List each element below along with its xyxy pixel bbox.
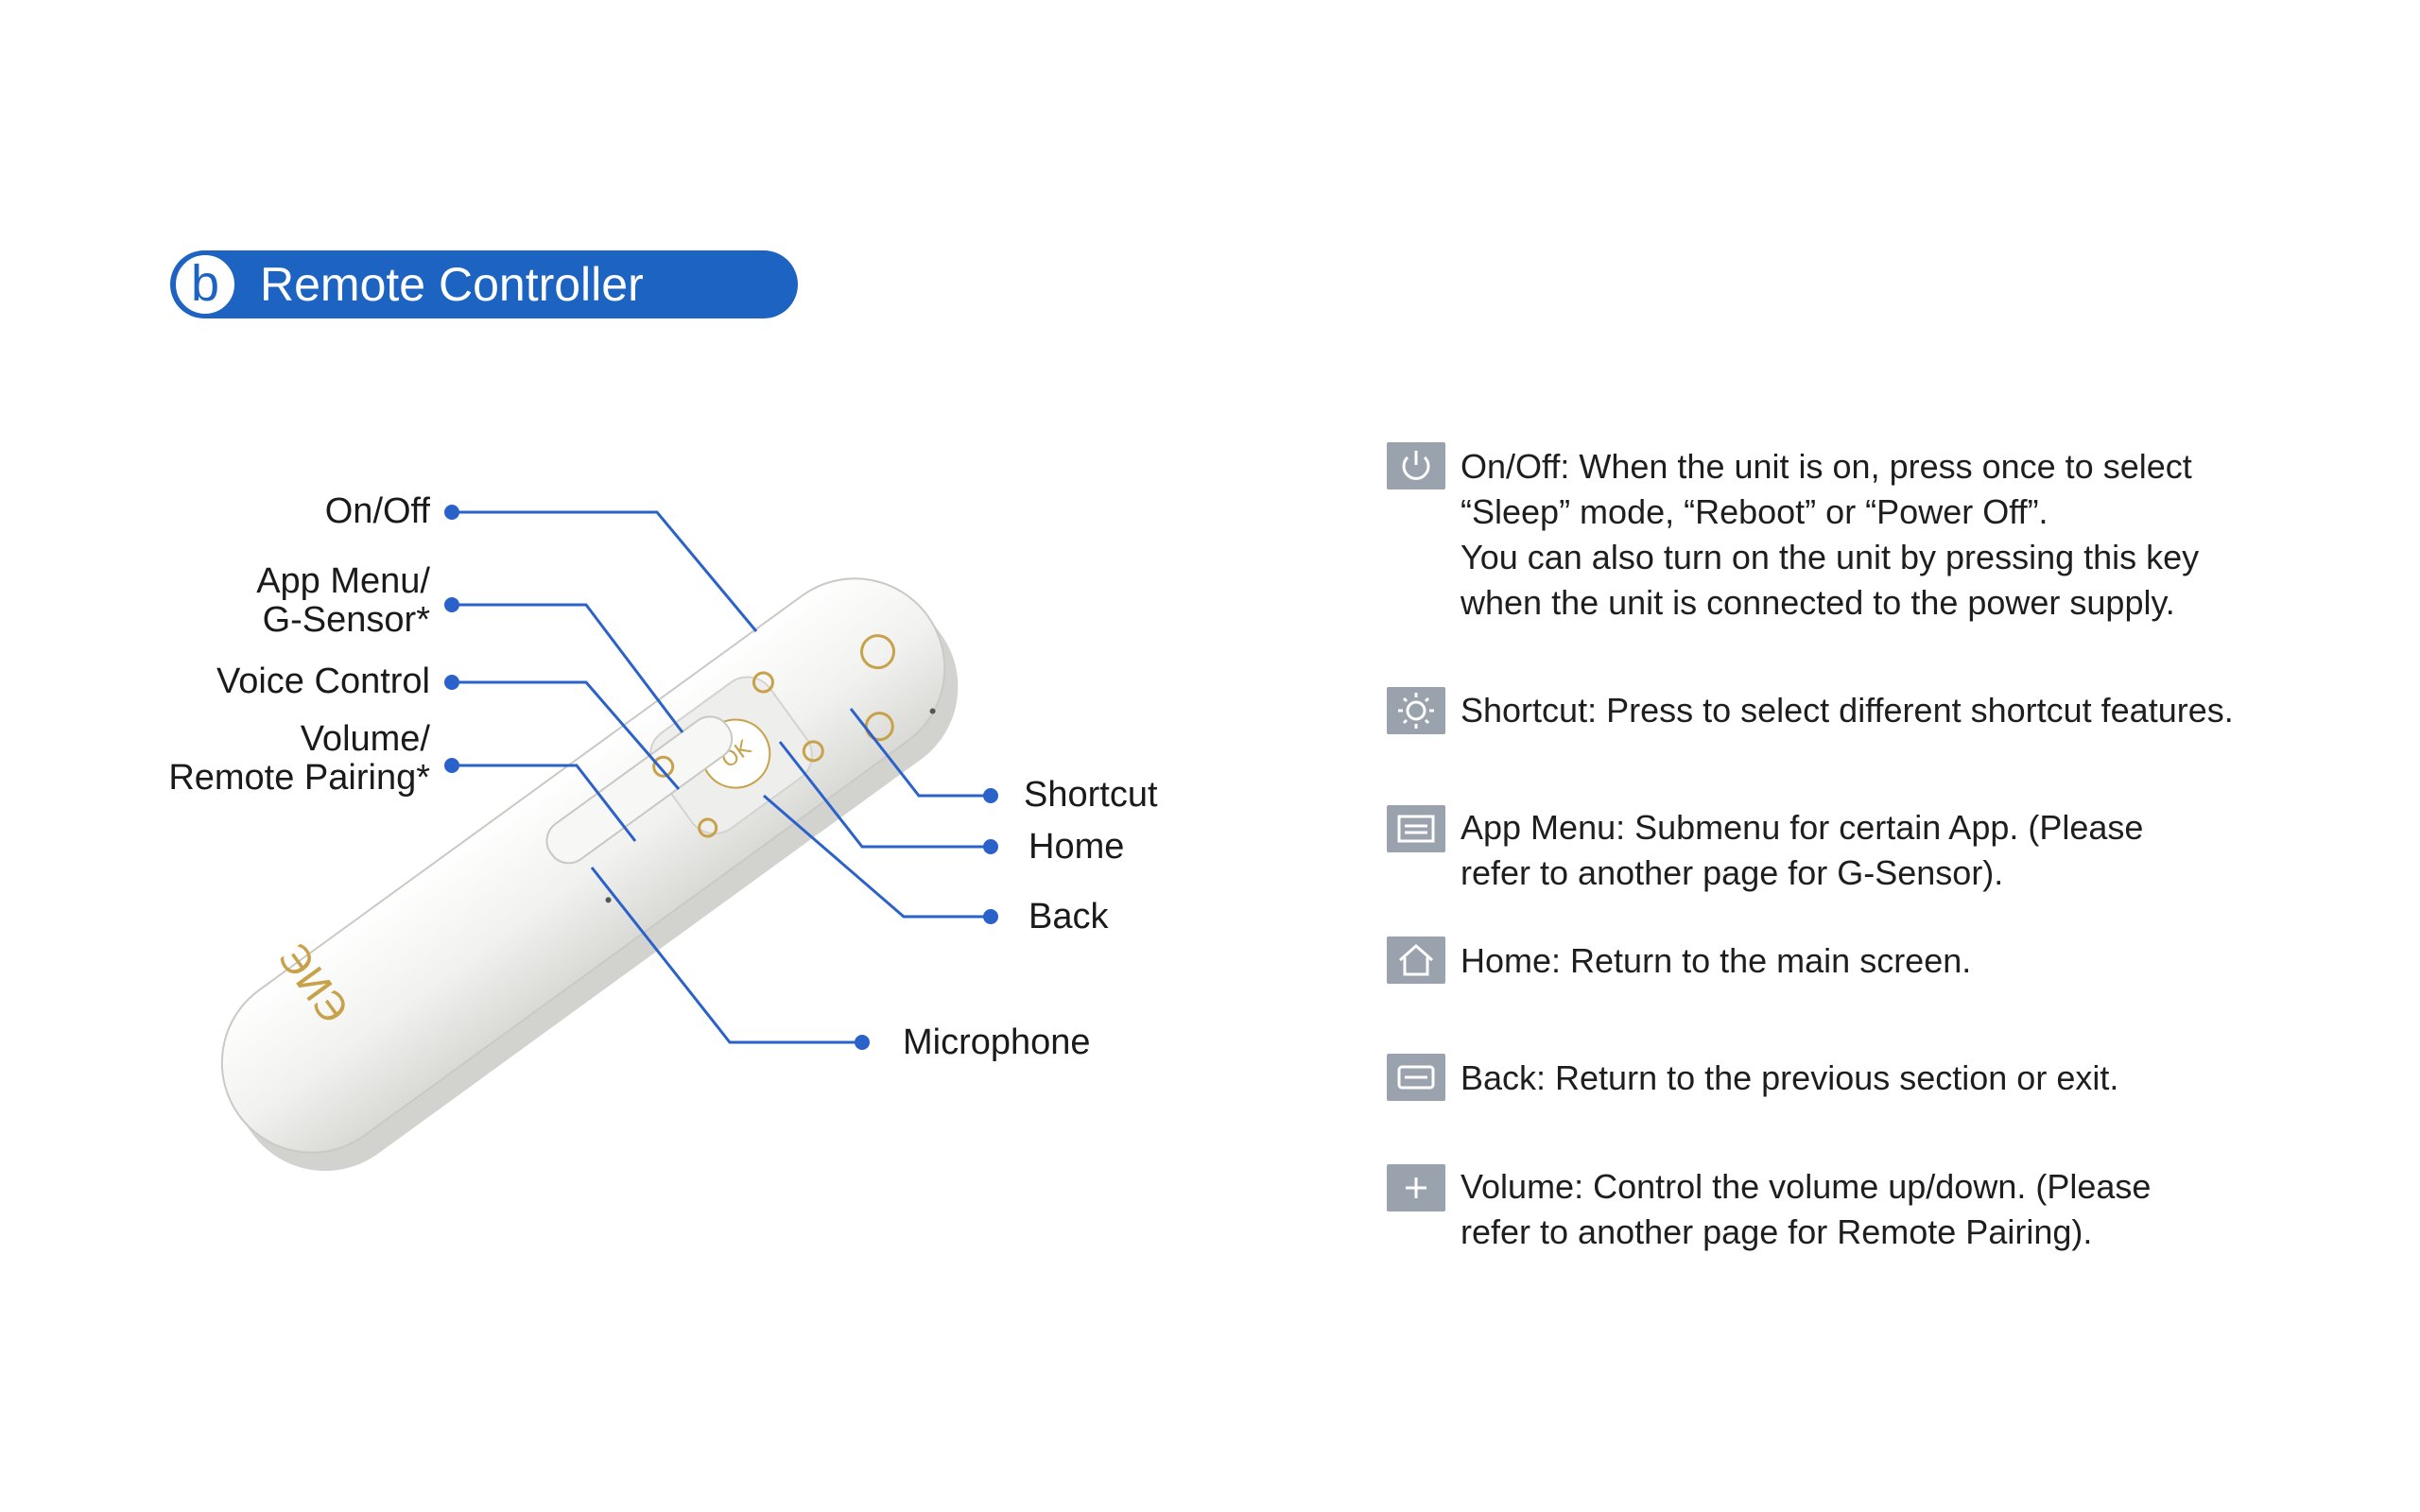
callout-label-app-menu: App Menu/ G-Sensor* bbox=[256, 561, 430, 640]
callout-dot-volume bbox=[444, 758, 459, 773]
home-icon bbox=[1387, 936, 1445, 984]
callout-dot-on-off bbox=[444, 505, 459, 520]
app-menu-button bbox=[752, 671, 774, 694]
volume-icon bbox=[1387, 1164, 1445, 1211]
remote-body: OK bbox=[220, 577, 959, 1172]
callout-line-volume bbox=[452, 764, 637, 842]
menu-icon bbox=[1387, 805, 1445, 852]
shortcut-button bbox=[864, 712, 894, 742]
callout-line-shortcut bbox=[849, 708, 991, 798]
callout-line-voice bbox=[452, 680, 681, 790]
callout-line-on-off bbox=[452, 510, 758, 632]
section-header bbox=[170, 250, 798, 318]
callout-label-home: Home bbox=[1028, 827, 1125, 867]
callout-label-shortcut: Shortcut bbox=[1024, 775, 1158, 815]
description-shortcut: Shortcut: Press to select different shor… bbox=[1461, 691, 2234, 730]
callout-line-back bbox=[763, 794, 991, 919]
description-home: Home: Return to the main screen. bbox=[1461, 941, 1972, 980]
remote-top-face bbox=[220, 577, 946, 1154]
shortcut-icon bbox=[1387, 687, 1445, 734]
callout-label-volume: Volume/ Remote Pairing* bbox=[168, 719, 430, 798]
callout-label-voice-control: Voice Control bbox=[216, 662, 430, 701]
callout-label-on-off: On/Off bbox=[324, 491, 430, 531]
description-app-menu: App Menu: Submenu for certain App. (Plea… bbox=[1461, 808, 2144, 892]
microphone-hole bbox=[605, 897, 612, 903]
back-button bbox=[698, 817, 718, 838]
volume-rocker bbox=[545, 715, 734, 865]
callout-dot-home bbox=[983, 839, 998, 854]
callout-line-microphone bbox=[590, 867, 862, 1044]
callout-label-back: Back bbox=[1028, 897, 1109, 936]
section-title: Remote Controller bbox=[260, 258, 644, 311]
callout-dot-shortcut bbox=[983, 788, 998, 803]
home-button bbox=[802, 740, 824, 763]
voice-button bbox=[652, 755, 675, 778]
callout-line-home bbox=[778, 741, 991, 849]
callout-dot-back bbox=[983, 909, 998, 924]
section-letter-badge: b bbox=[173, 252, 237, 317]
power-button bbox=[860, 634, 896, 670]
callout-dot-microphone bbox=[855, 1035, 870, 1050]
back-icon bbox=[1387, 1054, 1445, 1101]
callout-line-app-menu bbox=[452, 603, 684, 733]
description-back: Back: Return to the previous section or … bbox=[1461, 1058, 2119, 1097]
callout-dot-app-menu bbox=[444, 597, 459, 612]
description-on-off: On/Off: When the unit is on, press once … bbox=[1461, 447, 2200, 622]
power-icon bbox=[1387, 442, 1445, 490]
description-volume: Volume: Control the volume up/down. (Ple… bbox=[1461, 1167, 2152, 1251]
callout-label-microphone: Microphone bbox=[903, 1022, 1091, 1062]
indicator-dot bbox=[929, 708, 936, 714]
callout-dot-voice bbox=[444, 675, 459, 690]
